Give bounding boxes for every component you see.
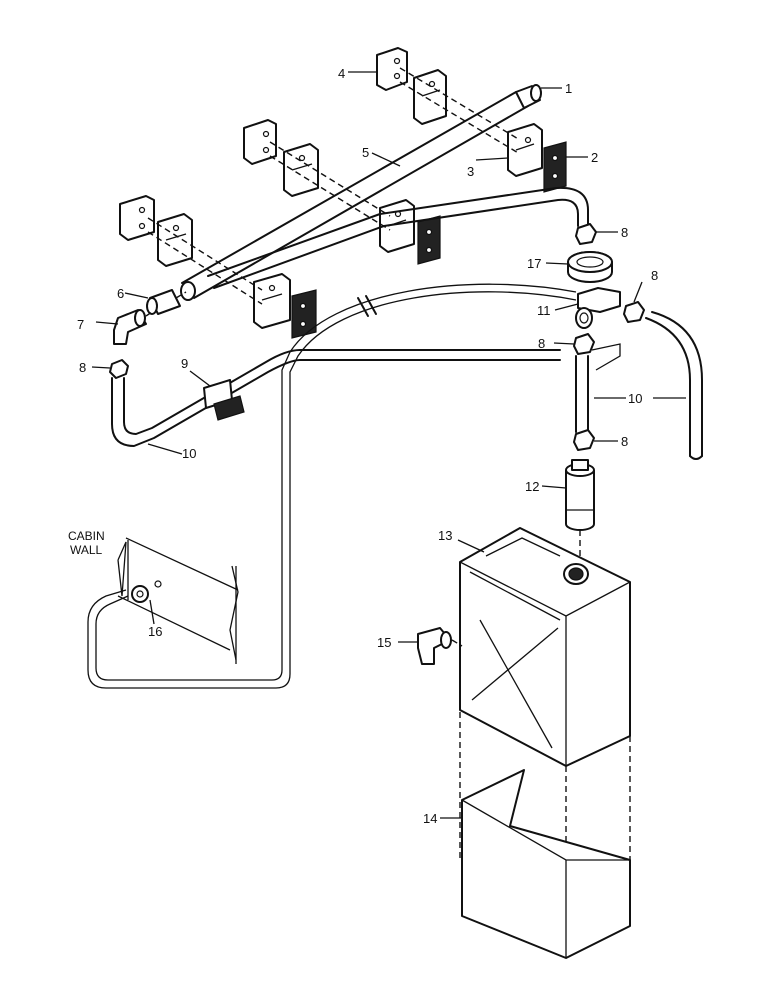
tray-14 [461, 769, 631, 959]
label-11: 11 [537, 303, 551, 318]
connector-6 [146, 289, 187, 315]
label-8-lower: 8 [621, 434, 628, 449]
label-15: 15 [377, 635, 391, 650]
label-8-mid: 8 [538, 336, 545, 351]
filler-cap-17 [567, 251, 613, 283]
elbow-7 [113, 309, 153, 345]
label-14: 14 [423, 811, 437, 826]
nut-8-lower [573, 429, 595, 451]
label-10-left: 10 [182, 446, 196, 461]
label-16: 16 [148, 624, 162, 639]
tee-fitting-11 [575, 287, 621, 329]
label-8-right: 8 [651, 268, 658, 283]
label-9: 9 [181, 356, 188, 371]
nut-8-mid [573, 333, 595, 355]
label-7: 7 [77, 317, 84, 332]
label-6: 6 [117, 286, 124, 301]
label-10-right: 10 [628, 391, 642, 406]
end-cap-1 [515, 84, 542, 109]
label-1: 1 [565, 81, 572, 96]
tube-vertical [575, 343, 621, 433]
label-17: 17 [527, 256, 541, 271]
clamp-set-middle [243, 119, 441, 265]
cabin-wall-label-line2: WALL [70, 543, 103, 557]
label-2: 2 [591, 150, 598, 165]
cabin-wall-label-line1: CABIN [68, 529, 105, 543]
bracket-9 [203, 379, 245, 421]
label-8-left: 8 [79, 360, 86, 375]
label-13: 13 [438, 528, 452, 543]
label-12: 12 [525, 479, 539, 494]
nut-8-right [623, 301, 645, 323]
tank-to-tray-guides [459, 712, 631, 880]
leader-lines [91, 71, 686, 819]
pump-12 [565, 459, 595, 560]
cabin-wall [117, 537, 239, 664]
label-5: 5 [362, 145, 369, 160]
hose-10-left [111, 349, 561, 447]
label-4: 4 [338, 66, 345, 81]
tube-to-cabin [87, 283, 577, 689]
hose-upper-loop [207, 186, 589, 289]
clamp-set-front [119, 195, 317, 339]
tank-13 [459, 527, 631, 767]
clamp-set-rear [376, 47, 567, 193]
fitting-16 [131, 580, 162, 603]
pipe-5 [180, 91, 529, 301]
elbow-15 [417, 627, 463, 665]
hose-10-right [645, 311, 703, 460]
label-3: 3 [467, 164, 474, 179]
nut-8-top [575, 223, 597, 245]
nut-8-left [109, 359, 129, 379]
label-8-top: 8 [621, 225, 628, 240]
